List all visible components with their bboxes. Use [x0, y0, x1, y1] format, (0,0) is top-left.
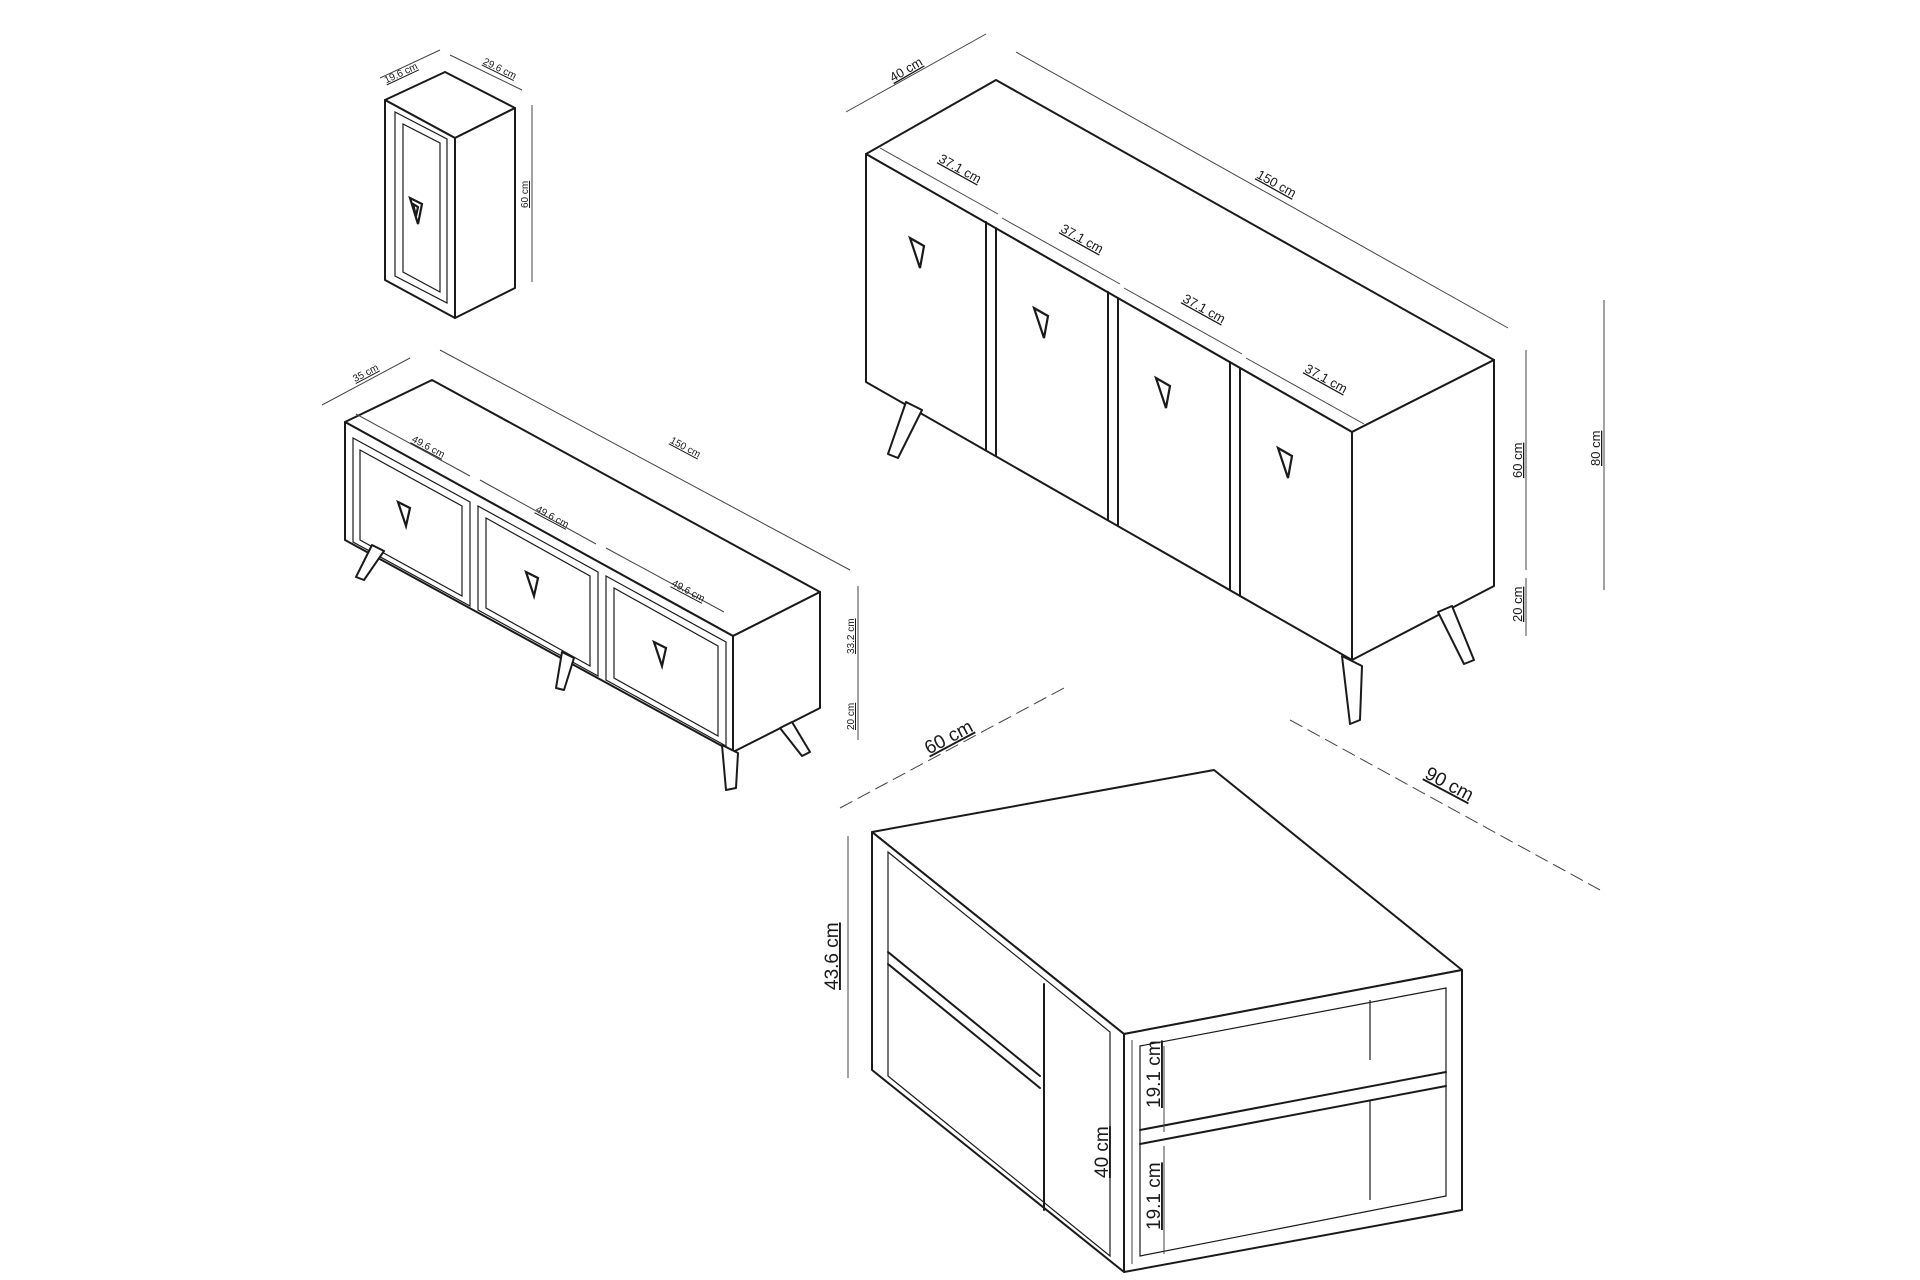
wall-cabinet-depth-label: 19.6 cm — [383, 61, 420, 86]
sideboard-door-2-line — [1001, 217, 1121, 285]
coffee-table-lower-gap-label: 19.1 cm — [1144, 1162, 1165, 1230]
wall-cabinet-width-label: 29.6 cm — [481, 56, 518, 81]
coffee-table-width-line — [1289, 719, 1601, 891]
coffee-table-height-label: 43.6 cm — [822, 922, 843, 990]
coffee-table-front-opening — [1139, 987, 1447, 1257]
tv-drawer-1-line — [355, 413, 471, 477]
sideboard-leg — [1437, 605, 1475, 665]
coffee-table-upper-gap-label: 19.1 cm — [1144, 1040, 1165, 1108]
sideboard-depth-line — [845, 33, 987, 113]
sideboard-door-1-line — [879, 147, 999, 215]
coffee-table-left-opening — [887, 850, 1111, 1258]
wall-cabinet-side — [454, 107, 516, 319]
sideboard-length-line — [1015, 51, 1509, 329]
tv-drawer-1-panel — [359, 448, 463, 598]
coffee-table-front-shelf — [1139, 1071, 1447, 1131]
coffee-table-depth-line — [839, 687, 1065, 809]
sideboard-door-3-line — [1123, 287, 1243, 355]
wall-cabinet-door-bevel — [394, 111, 448, 304]
wall-cabinet: 19.6 cm 29.6 cm 60 cm — [379, 49, 533, 319]
tv-drawer-3-line — [605, 547, 725, 613]
sideboard-door-4-line — [1245, 357, 1365, 425]
tv-unit-body-height-label: 33.2 cm — [846, 618, 857, 654]
tv-unit-depth-line — [321, 357, 411, 406]
sideboard-length-label: 150 cm — [1254, 167, 1299, 201]
sideboard: 40 cm 150 cm 37.1 cm 37.1 cm 37.1 cm 37.… — [845, 33, 1605, 725]
tv-unit: 35 cm 150 cm 49.6 cm 49.6 cm 49.6 cm 33.… — [321, 349, 859, 791]
sideboard-leg — [1341, 655, 1363, 725]
sideboard-leg-height-label: 20 cm — [1510, 587, 1525, 622]
wall-cabinet-depth-line — [379, 49, 441, 79]
sideboard-body-height-label: 60 cm — [1510, 443, 1525, 478]
tv-unit-leg-height-label: 20 cm — [846, 703, 857, 730]
coffee-table-depth-label: 60 cm — [921, 716, 977, 759]
tv-unit-leg — [779, 721, 811, 757]
sideboard-leg — [887, 401, 923, 459]
tv-drawer-3-panel — [613, 586, 719, 738]
sideboard-side — [1351, 359, 1495, 661]
coffee-table-left-shelf — [887, 963, 1041, 1089]
coffee-table-shelf-height-label: 40 cm — [1092, 1126, 1113, 1178]
coffee-table-front-face — [1123, 969, 1463, 1273]
tv-drawer-1 — [352, 436, 471, 608]
handle-icon — [524, 569, 540, 601]
coffee-table-front-shelf — [1139, 1085, 1447, 1145]
coffee-table-left-shelf — [887, 951, 1041, 1077]
sideboard-depth-label: 40 cm — [887, 54, 925, 85]
tv-drawer-2-panel — [485, 516, 591, 668]
tv-drawer-2 — [477, 504, 599, 678]
tv-unit-length-label: 150 cm — [668, 435, 702, 460]
handle-icon — [1276, 445, 1294, 479]
tv-unit-side — [732, 591, 821, 753]
tv-drawer-2-line — [479, 479, 597, 545]
handle-icon — [1154, 375, 1172, 409]
coffee-table: 60 cm 90 cm 43.6 cm 40 cm 19.1 cm 19.1 c… — [822, 687, 1601, 1273]
tv-unit-leg — [555, 651, 575, 691]
wall-cabinet-width-line — [449, 54, 523, 91]
tv-unit-leg — [721, 744, 739, 791]
sideboard-total-height-label: 80 cm — [1588, 431, 1603, 466]
wall-cabinet-door-panel — [402, 123, 441, 294]
coffee-table-width-label: 90 cm — [1421, 763, 1477, 806]
handle-icon — [408, 195, 424, 225]
handle-icon — [396, 499, 412, 531]
handle-icon — [908, 235, 926, 269]
handle-icon — [652, 639, 668, 671]
tv-unit-length-line — [439, 349, 851, 571]
handle-icon — [1032, 305, 1050, 339]
tv-unit-leg — [355, 544, 385, 581]
wall-cabinet-height-label: 60 cm — [520, 181, 531, 208]
